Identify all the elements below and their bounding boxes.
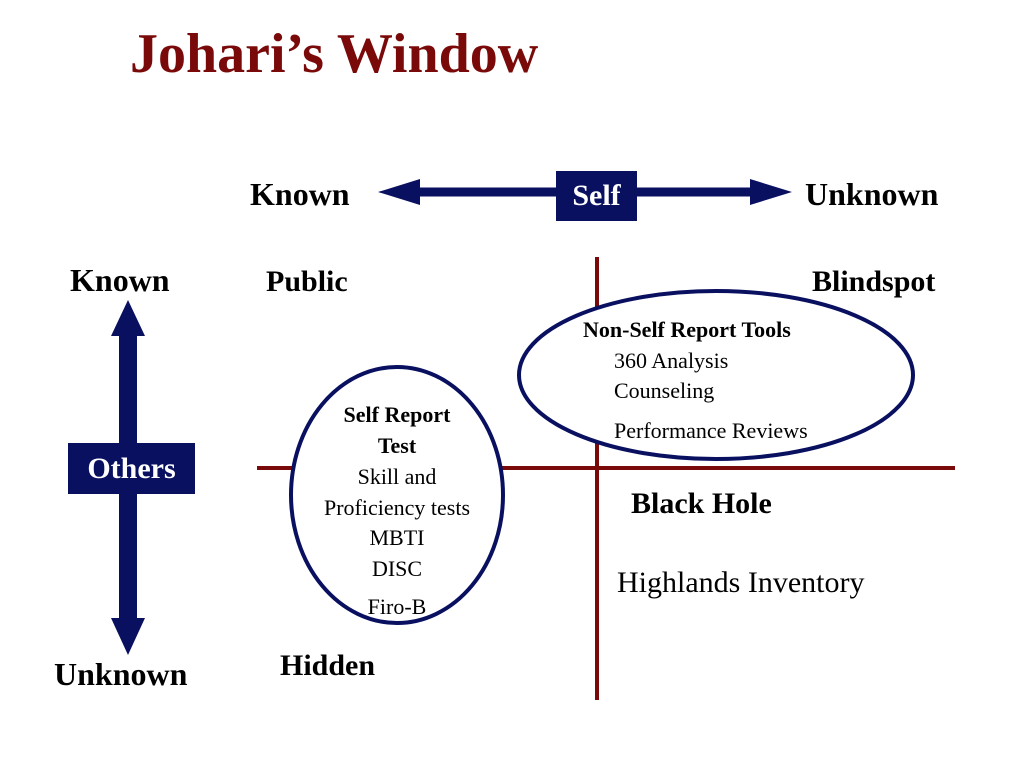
non-self-report-heading: Non-Self Report Tools bbox=[583, 317, 791, 342]
others-unknown-label: Unknown bbox=[54, 656, 188, 692]
self-report-heading-line1: Self Report bbox=[343, 402, 451, 427]
self-report-item: Skill and bbox=[357, 464, 437, 489]
self-report-item: MBTI bbox=[369, 525, 425, 550]
self-report-ellipse bbox=[289, 365, 505, 625]
others-known-label: Known bbox=[70, 262, 170, 298]
self-known-label: Known bbox=[250, 176, 350, 212]
non-self-report-ellipse bbox=[517, 289, 915, 461]
self-unknown-label: Unknown bbox=[805, 176, 939, 212]
non-self-report-item: 360 Analysis bbox=[614, 348, 729, 373]
self-report-item: DISC bbox=[371, 556, 423, 581]
self-report-item: Proficiency tests bbox=[323, 495, 471, 520]
quadrant-public-label: Public bbox=[266, 265, 348, 298]
page-title: Johari’s Window bbox=[130, 23, 539, 85]
quadrant-blindspot-label: Blindspot bbox=[812, 265, 936, 298]
others-box: Others bbox=[68, 443, 195, 494]
non-self-report-item: Performance Reviews bbox=[614, 418, 808, 443]
quadrant-hidden-label: Hidden bbox=[280, 649, 376, 682]
black-hole-item: Highlands Inventory bbox=[617, 566, 865, 599]
self-report-heading-line2: Test bbox=[377, 433, 417, 458]
non-self-report-item: Counseling bbox=[614, 378, 715, 403]
self-box: Self bbox=[556, 171, 637, 221]
quadrant-black-hole-label: Black Hole bbox=[631, 487, 772, 520]
self-report-item: Firo-B bbox=[367, 594, 427, 619]
